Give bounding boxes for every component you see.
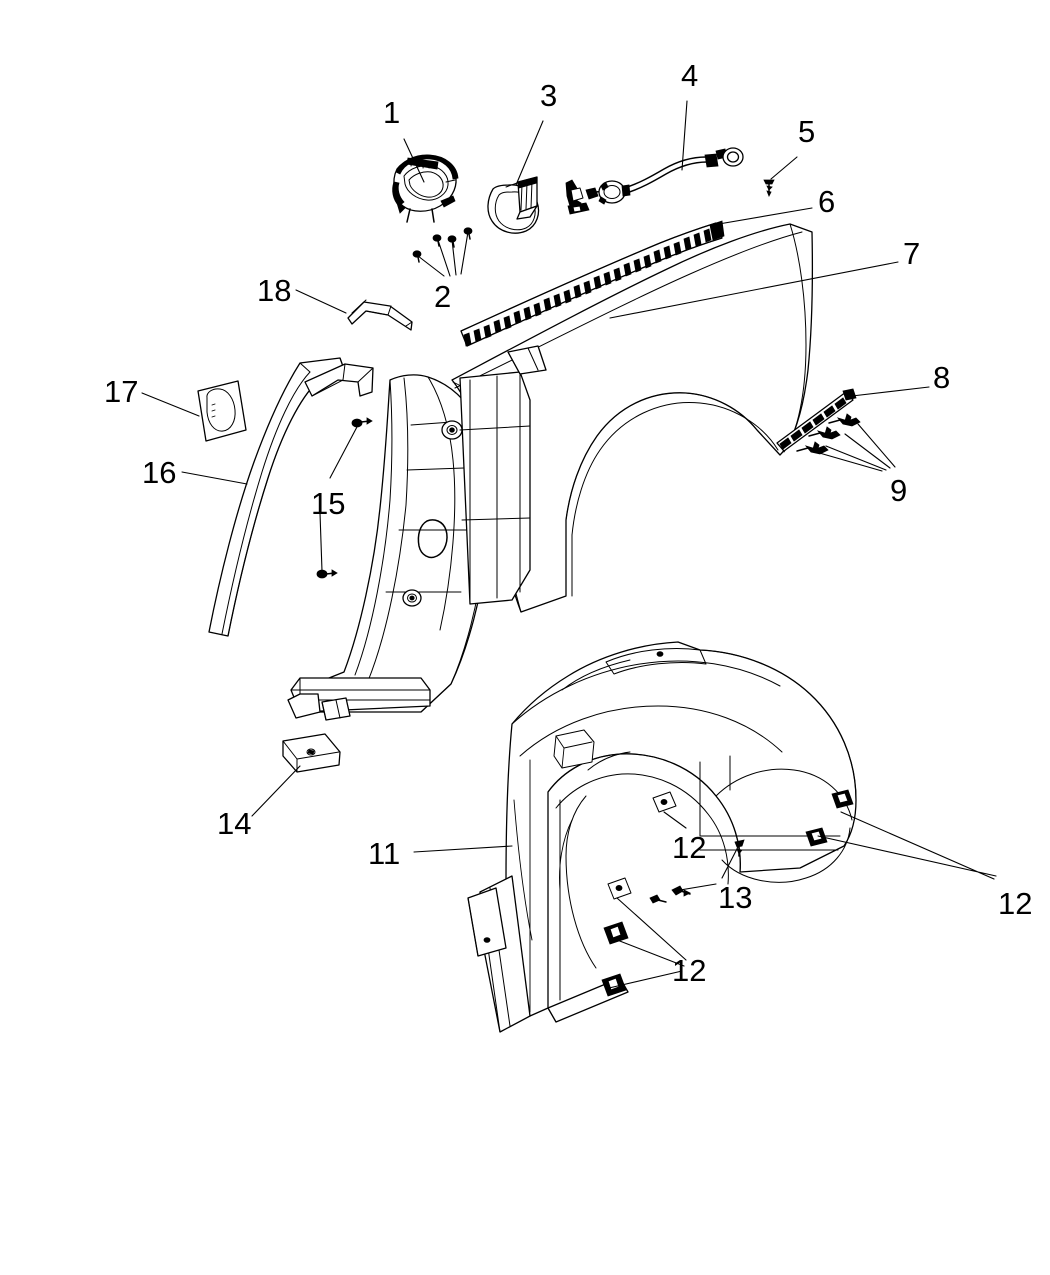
clip-lower-right [805,827,828,847]
callout-number-1: 1 [383,95,401,130]
part-screws-item13 [649,839,745,904]
leader-line-7 [609,261,899,319]
leader-line-13 [679,844,740,891]
callout-number-15: 15 [311,486,346,521]
part-fender-inner-support [287,345,547,721]
callout-number-17: 17 [104,374,139,409]
part-screws-item2 [412,227,473,263]
callout-number-12c: 12 [672,953,707,988]
leader-line-4 [681,100,688,171]
callout-number-16: 16 [142,455,177,490]
callout-number-13: 13 [718,880,753,915]
part-sill-molding [776,388,857,452]
callout-number-2: 2 [434,279,452,314]
callout-number-12b: 12 [998,886,1033,921]
leader-line-1 [403,138,425,183]
leader-line-6 [712,207,813,226]
part-fuel-filler-housing [392,154,459,223]
part-liner-push-clips [601,789,854,997]
leader-line-12 [608,897,687,989]
clip-upper-right [831,789,854,809]
callout-number-18: 18 [257,273,292,308]
leader-line-9 [815,423,896,472]
leader-line-5 [770,156,798,180]
callout-number-7: 7 [903,236,921,271]
part-fuel-filler-door-bezel [487,176,540,234]
leader-line-8 [851,386,930,397]
callout-number-4: 4 [681,58,699,93]
callout-number-14: 14 [217,806,252,841]
callout-number-5: 5 [798,114,816,149]
part-screws-item15 [316,417,373,579]
callout-number-6: 6 [818,184,836,219]
part-latch-actuator [565,179,626,215]
part-reinforcement-bracket [282,733,341,773]
leader-line-16 [181,471,248,485]
leader-line-17 [141,392,200,417]
leader-lines [141,100,997,989]
part-wheelhouse-liner [467,641,857,1033]
leader-line-15 [319,424,359,572]
part-molding-clips [796,413,861,455]
clip-mid-left [607,877,632,900]
leader-line-12 [663,811,687,829]
part-grommet-plug [197,380,247,442]
part-release-cable [621,147,744,197]
callout-number-11: 11 [368,836,401,871]
leader-line-2 [417,231,469,277]
part-fender-upper-seal [460,220,725,347]
callout-number-8: 8 [933,360,951,395]
callout-number-12: 12 [672,830,707,865]
clip-low-left [603,921,629,945]
callout-number-3: 3 [540,78,558,113]
leader-line-3 [515,120,544,186]
part-push-pin-retainer [763,179,775,197]
part-mounting-bracket [347,299,413,331]
part-fender-side-seal [208,357,346,637]
clip-upper-left [652,791,677,813]
leader-line-12 [817,811,997,880]
leader-line-18 [295,289,347,314]
leader-line-14 [251,765,301,817]
clip-bottom-left [601,973,627,997]
leader-line-11 [413,845,513,853]
callout-number-9: 9 [890,473,908,508]
